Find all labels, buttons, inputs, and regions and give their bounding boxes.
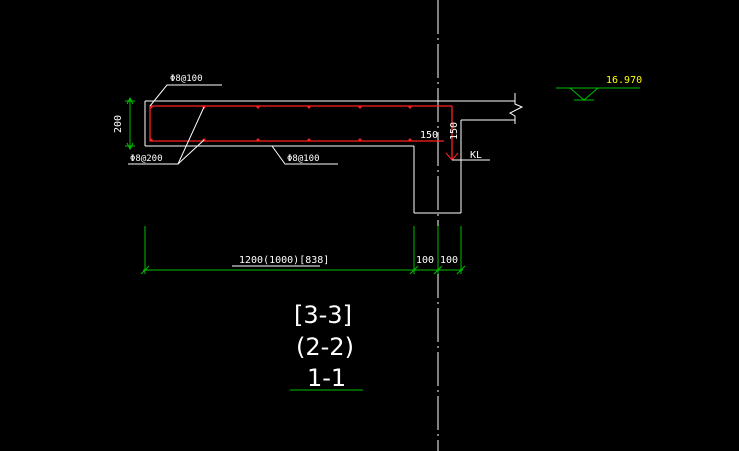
- rebar-dot: [256, 138, 260, 142]
- rebar-dot: [307, 138, 311, 142]
- elevation-marker: [556, 87, 640, 101]
- section-title-line1: [3-3]: [294, 301, 352, 329]
- leader-lines: [128, 84, 490, 165]
- rebar-dot: [408, 105, 412, 109]
- rebar-dot: [256, 105, 260, 109]
- dim-150-horizontal-label: 150: [420, 130, 438, 141]
- elevation-label: 16.970: [606, 75, 642, 86]
- dim-100-b-label: 100: [440, 255, 458, 266]
- side-rebar-label: Φ8@200: [130, 154, 163, 164]
- beam-tag-label: KL: [470, 150, 482, 161]
- bottom-rebar-label: Φ8@100: [287, 154, 320, 164]
- dim-100-a-label: 100: [416, 255, 434, 266]
- dim-thickness-label: 200: [113, 115, 124, 133]
- slab-outline: [144, 93, 524, 214]
- rebar-dot: [358, 105, 362, 109]
- section-title-line2: (2-2): [296, 333, 354, 361]
- section-title-line3: 1-1: [307, 364, 346, 392]
- rebar-dot: [149, 105, 153, 109]
- rebar-cage: [149, 105, 459, 161]
- rebar-dot: [307, 105, 311, 109]
- top-rebar-label: Φ8@100: [170, 74, 203, 84]
- dim-span-label: 1200(1000)[838]: [239, 255, 329, 266]
- rebar-dot: [408, 138, 412, 142]
- rebar-dots: [149, 105, 412, 142]
- rebar-dot: [358, 138, 362, 142]
- rebar-dot: [149, 138, 153, 142]
- dimension-lines: [125, 96, 466, 391]
- dim-150-vertical-label: 150: [449, 122, 460, 140]
